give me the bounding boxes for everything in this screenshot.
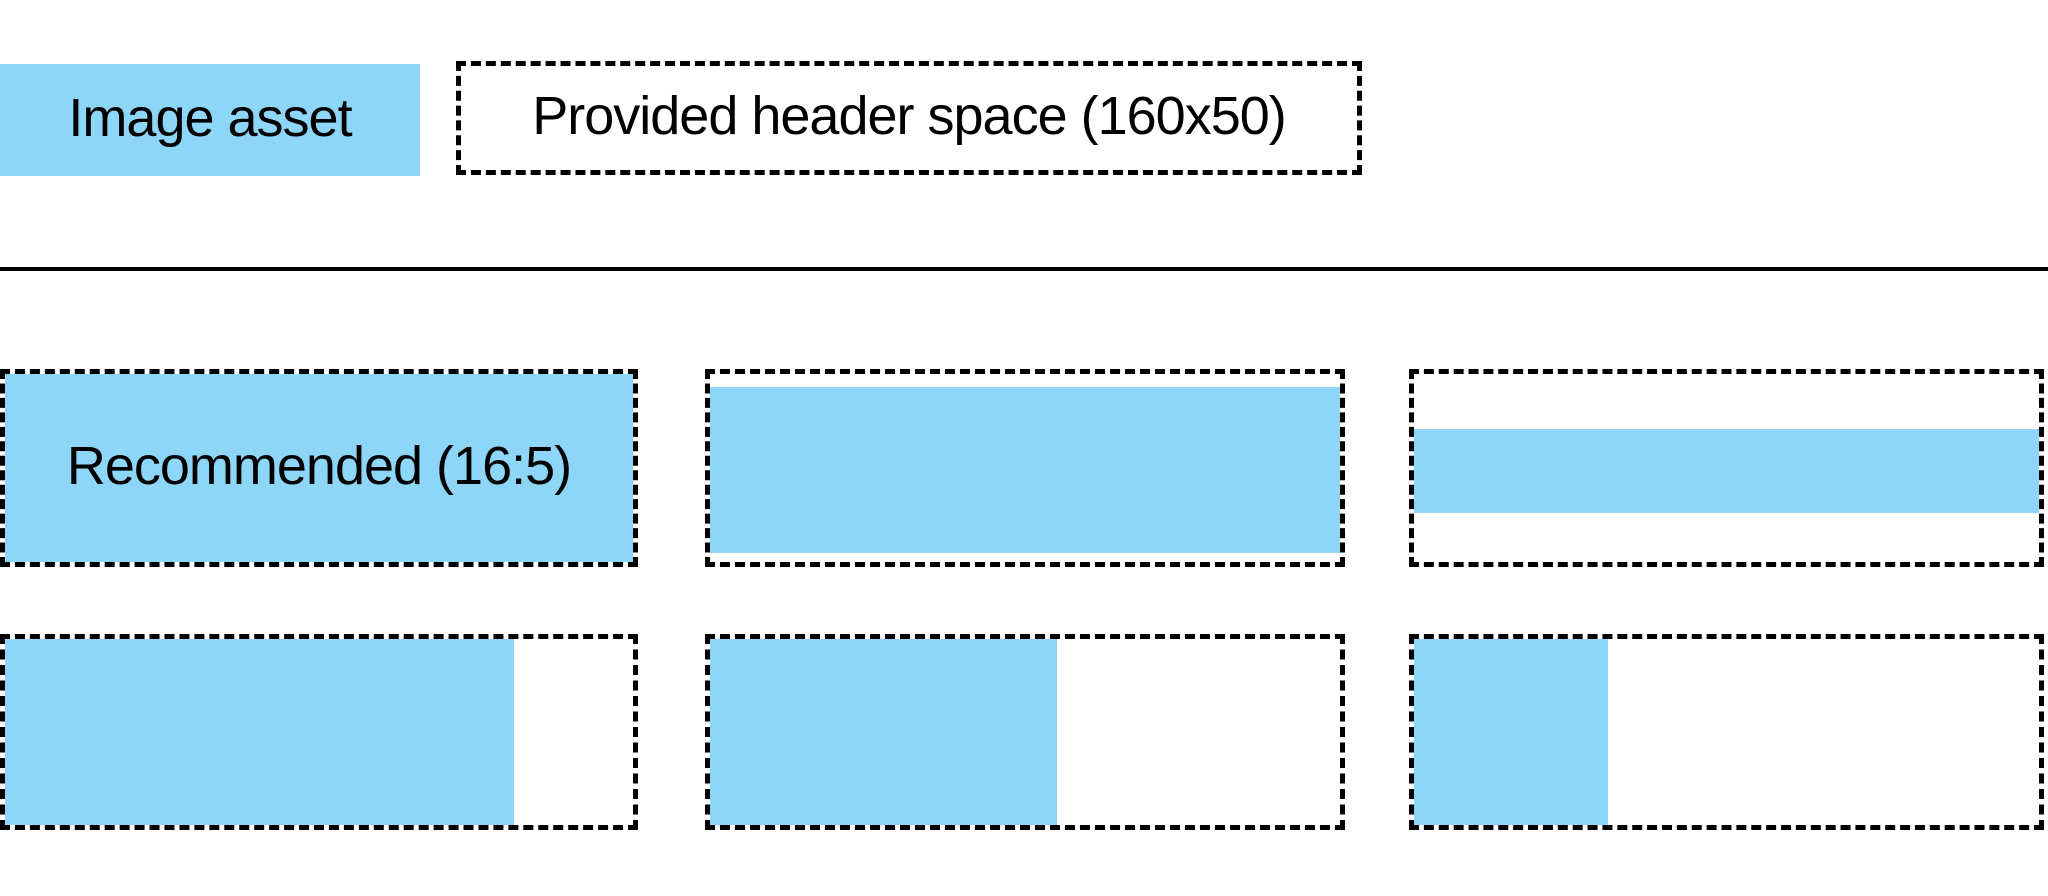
image-asset-fill bbox=[1414, 639, 1608, 825]
example-box-wide-strip bbox=[1409, 369, 2044, 567]
image-asset-fill bbox=[710, 387, 1340, 553]
legend-image-asset-swatch: Image asset bbox=[0, 64, 420, 176]
legend-header-space-box: Provided header space (160x50) bbox=[456, 61, 1362, 175]
image-asset-fill bbox=[5, 639, 514, 825]
example-box-partial-wide bbox=[0, 634, 638, 830]
legend-header-space-label: Provided header space (160x50) bbox=[532, 86, 1287, 146]
example-box-partial-narrow bbox=[1409, 634, 2044, 830]
image-asset-fill bbox=[5, 374, 633, 562]
recommended-label: Recommended (16:5) bbox=[66, 436, 572, 496]
legend-image-asset-label: Image asset bbox=[68, 88, 352, 148]
example-box-partial-half bbox=[705, 634, 1345, 830]
example-box-letterboxed bbox=[705, 369, 1345, 567]
image-asset-fill bbox=[710, 639, 1057, 825]
image-asset-fill bbox=[1414, 428, 2039, 514]
example-box-recommended: Recommended (16:5) bbox=[0, 369, 638, 567]
divider-line bbox=[0, 267, 2048, 271]
